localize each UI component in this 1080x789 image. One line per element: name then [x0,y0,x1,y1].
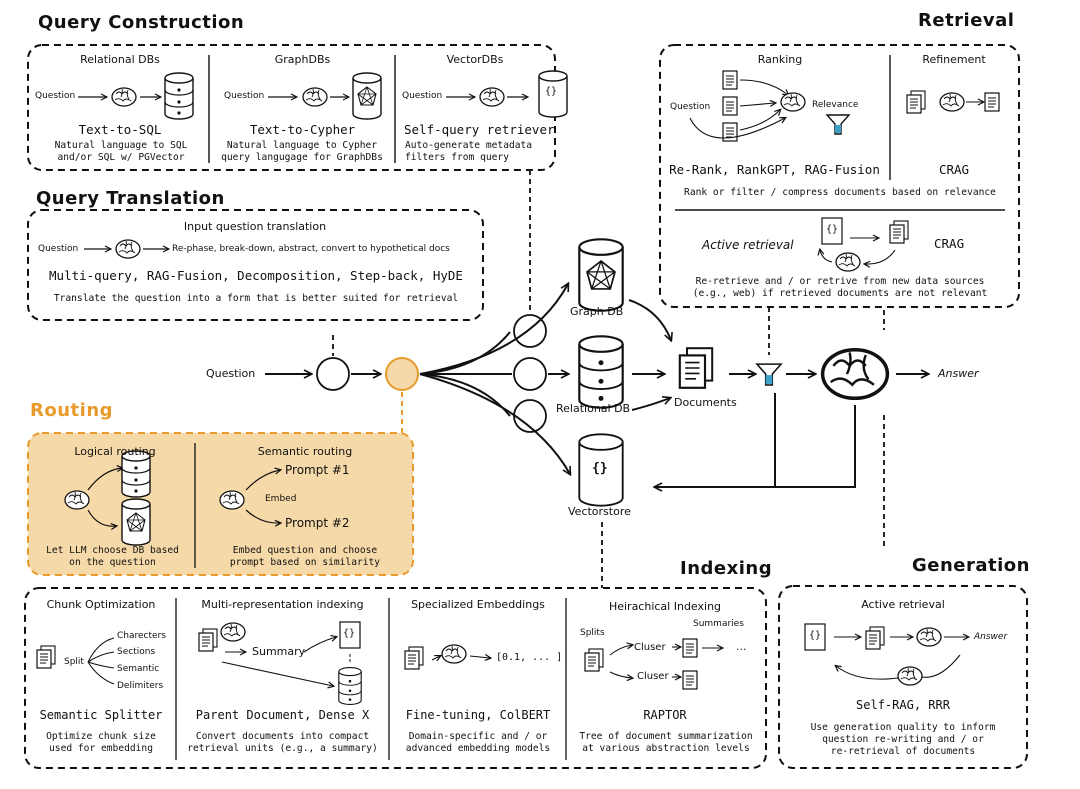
chunk-optimization-header: Chunk Optimization [46,598,156,611]
chunk-desc-1: Optimize chunk size [46,731,156,742]
multi-representation-header: Multi-representation indexing [201,598,364,611]
query-translation-title: Query Translation [36,188,225,209]
ranking-header: Ranking [757,53,803,66]
translation-flow-label: Re-phase, break-down, abstract, convert … [172,244,450,254]
query-construction-title: Query Construction [38,12,245,33]
graphdbs-header: GraphDBs [274,53,331,66]
self-query-retriever-label: Self-query retriever [404,122,555,137]
vectordbs-header: VectorDBs [446,53,504,66]
refinement-header: Refinement [922,53,986,66]
split-label: Split [64,657,84,667]
cluster-1-label: Cluser [634,642,666,653]
text-to-cypher-label: Text-to-Cypher [249,122,356,137]
summaries-label: Summaries [693,619,744,629]
translation-question-label: Question [38,244,79,254]
prompt-2-label: Prompt #2 [285,516,350,530]
generation-active-retrieval-header: Active retrieval [861,598,945,611]
relevance-label: Relevance [812,100,859,110]
relational-desc-2: and/or SQL w/ PGVector [57,152,185,163]
semantic-routing-header: Semantic routing [257,445,353,458]
vector-braces-icon: {} [545,86,558,97]
ranking-question-label: Question [670,102,711,112]
splits-label: Splits [580,628,605,638]
parent-document-label: Parent Document, Dense X [195,708,370,722]
graph-desc-1: Natural language to Cypher [226,140,378,151]
chunk-item-sections: Sections [117,647,156,657]
logical-routing-header: Logical routing [74,445,156,458]
documents-label: Documents [674,396,737,409]
fine-tuning-colbert-label: Fine-tuning, ColBERT [405,708,551,722]
input-question-translation-header: Input question translation [183,220,327,233]
self-rag-rrr-label: Self-RAG, RRR [856,698,950,712]
vector-question-label: Question [402,91,443,101]
generation-desc-1: Use generation quality to inform [810,722,996,733]
chunk-desc-2: used for embedding [49,743,153,754]
relational-desc-1: Natural language to SQL [54,140,188,151]
semantic-splitter-label: Semantic Splitter [39,708,163,722]
translation-desc: Translate the question into a form that … [53,293,459,304]
multi-desc-1: Convert documents into compact [195,731,370,742]
hierarchical-indexing-header: Heirachical Indexing [608,600,722,613]
vector-desc-1: Auto-generate metadata [405,140,533,151]
relational-question-label: Question [35,91,76,101]
cluster-2-label: Cluser [637,671,669,682]
semantic-desc-2: prompt based on similarity [229,557,381,568]
relational-dbs-header: Relational DBs [80,53,160,66]
graph-db-label: Graph DB [570,305,624,318]
generation-desc-3: re-retrieval of documents [830,746,976,757]
retrieval-desc: Rank or filter / compress documents base… [684,187,996,198]
specialized-embeddings-header: Specialized Embeddings [411,598,545,611]
active-retrieval-desc-2: (e.g., web) if retrieved documents are n… [692,288,988,299]
flow-question-label: Question [206,367,256,380]
active-retrieval-header: Active retrieval [702,238,794,252]
answer-label: Answer [938,367,979,380]
generation-desc-2: question re-writing and / or [822,734,984,745]
hier-desc-2: at various abstraction levels [582,743,750,754]
chunk-item-semantic: Semantic [117,664,160,674]
retrieval-title: Retrieval [918,10,1015,31]
hier-desc-1: Tree of document summarization [579,731,753,742]
vectorstore-braces-icon: {} [592,461,608,476]
prompt-1-label: Prompt #1 [285,463,350,477]
vector-desc-2: filters from query [405,152,509,163]
semantic-desc-1: Embed question and choose [232,545,378,556]
indexing-title: Indexing [680,558,773,579]
chunk-item-delimiters: Delimiters [117,681,164,691]
active-retrieval-crag-label: CRAG [934,236,965,251]
generation-braces-icon: {} [809,630,822,641]
embed-label: Embed [265,494,297,504]
relational-db-label: Relational DB [556,402,631,415]
text-to-sql-label: Text-to-SQL [78,122,162,137]
summary-label: Summary [252,645,306,658]
multi-braces-icon: {} [343,628,356,639]
embedding-vector-label: [0.1, ... ] [496,652,563,663]
vectorstore-label: Vectorstore [568,505,631,518]
raptor-label: RAPTOR [643,708,687,722]
routing-title: Routing [30,400,114,421]
active-retrieval-braces-icon: {} [826,224,839,235]
ranking-methods-label: Re-Rank, RankGPT, RAG-Fusion [669,162,880,177]
generation-title: Generation [912,555,1030,576]
graph-desc-2: query langugage for GraphDBs [221,152,383,163]
generation-answer-label: Answer [974,632,1008,642]
embed-desc-2: advanced embedding models [405,743,551,754]
graph-question-label: Question [224,91,265,101]
hier-ellipsis: ... [736,640,747,653]
logical-desc-1: Let LLM choose DB based [46,545,179,556]
active-retrieval-desc-1: Re-retrieve and / or retrive from new da… [695,276,985,287]
translation-methods-label: Multi-query, RAG-Fusion, Decomposition, … [49,268,463,283]
embed-desc-1: Domain-specific and / or [408,731,548,742]
logical-desc-2: on the question [69,557,156,568]
multi-desc-2: retrieval units (e.g., a summary) [187,743,378,754]
refinement-crag-label: CRAG [938,162,970,177]
chunk-item-characters: Charecters [117,631,166,641]
